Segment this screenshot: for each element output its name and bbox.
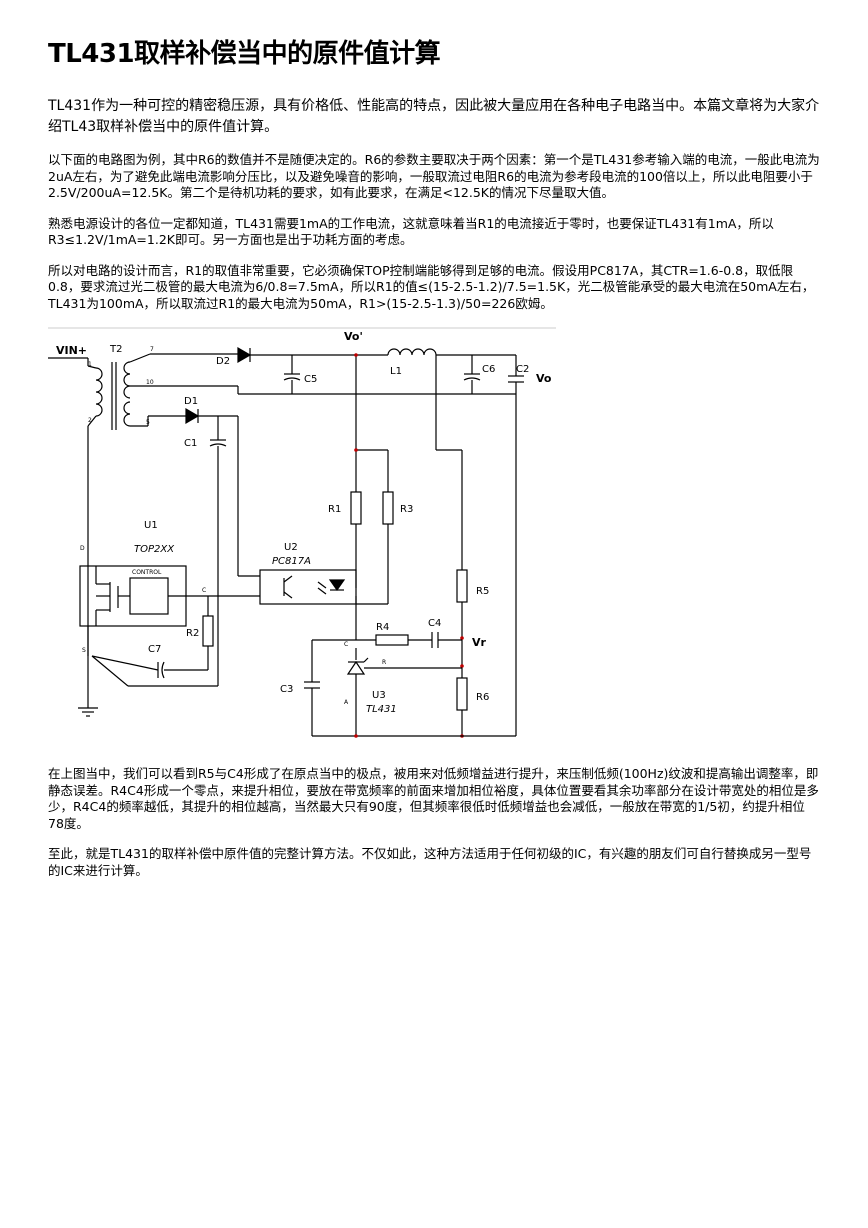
r3-paragraph: 熟悉电源设计的各位一定都知道，TL431需要1mA的工作电流，这就意味着当R1的…	[48, 215, 774, 248]
circuit-schematic: VIN+ 1 2 T2 7 10 5	[48, 326, 556, 746]
svg-text:10: 10	[146, 379, 154, 386]
c3-label: C3	[280, 684, 293, 695]
vin-label: VIN+	[56, 344, 87, 357]
c7-label: C7	[148, 644, 161, 655]
r2-label: R2	[186, 628, 199, 639]
r1-paragraph: 所以对电路的设计而言，R1的取值非常重要，它必须确保TOP控制端能够得到足够的电…	[48, 262, 815, 311]
conclusion-paragraph: 至此，就是TL431的取样补偿中原件值的完整计算方法。不仅如此，这种方法适用于任…	[48, 846, 812, 878]
d1-label: D1	[184, 396, 198, 407]
r3-label: R3	[400, 504, 413, 515]
svg-text:1: 1	[88, 361, 92, 368]
u1-label: U1	[144, 520, 158, 531]
c1-label: C1	[184, 438, 197, 449]
r6-label: R6	[476, 692, 489, 703]
tl431-label: TL431	[366, 704, 397, 715]
svg-text:A: A	[344, 699, 349, 706]
svg-text:R: R	[382, 659, 386, 666]
c2-label: C2	[516, 364, 529, 375]
u3-label: U3	[372, 690, 386, 701]
vr-label: Vr	[472, 636, 487, 649]
vo-top-label: Vo'	[344, 330, 363, 343]
page-title: TL431取样补偿当中的原件值计算	[48, 39, 441, 69]
r6-paragraph: 以下面的电路图为例，其中R6的数值并不是随便决定的。R6的参数主要取决于两个因素…	[48, 152, 820, 200]
r4-label: R4	[376, 622, 389, 633]
u2-label: U2	[284, 542, 298, 553]
intro-paragraph: TL431作为一种可控的精密稳压源，具有价格低、性能高的特点，因此被大量应用在各…	[48, 98, 820, 135]
l1-label: L1	[390, 366, 402, 377]
svg-text:D: D	[80, 545, 85, 552]
svg-text:7: 7	[150, 346, 154, 353]
top2xx-label: TOP2XX	[134, 544, 175, 555]
pc817a-label: PC817A	[272, 556, 311, 567]
svg-text:C: C	[202, 587, 206, 594]
c4-label: C4	[428, 618, 441, 629]
r5-label: R5	[476, 586, 489, 597]
control-label: CONTROL	[132, 569, 162, 576]
r1-label: R1	[328, 504, 341, 515]
c5-label: C5	[304, 374, 317, 385]
svg-text:S: S	[82, 647, 86, 654]
compensation-paragraph: 在上图当中，我们可以看到R5与C4形成了在原点当中的极点，被用来对低频增益进行提…	[48, 766, 819, 831]
article: TL431取样补偿当中的原件值计算 TL431作为一种可控的精密稳压源，具有价格…	[48, 34, 820, 893]
vo-label: Vo	[536, 372, 552, 385]
svg-text:C: C	[344, 641, 348, 648]
svg-text:2: 2	[88, 417, 92, 424]
d2-label: D2	[216, 356, 230, 367]
t2-label: T2	[109, 344, 122, 355]
c6-label: C6	[482, 364, 495, 375]
